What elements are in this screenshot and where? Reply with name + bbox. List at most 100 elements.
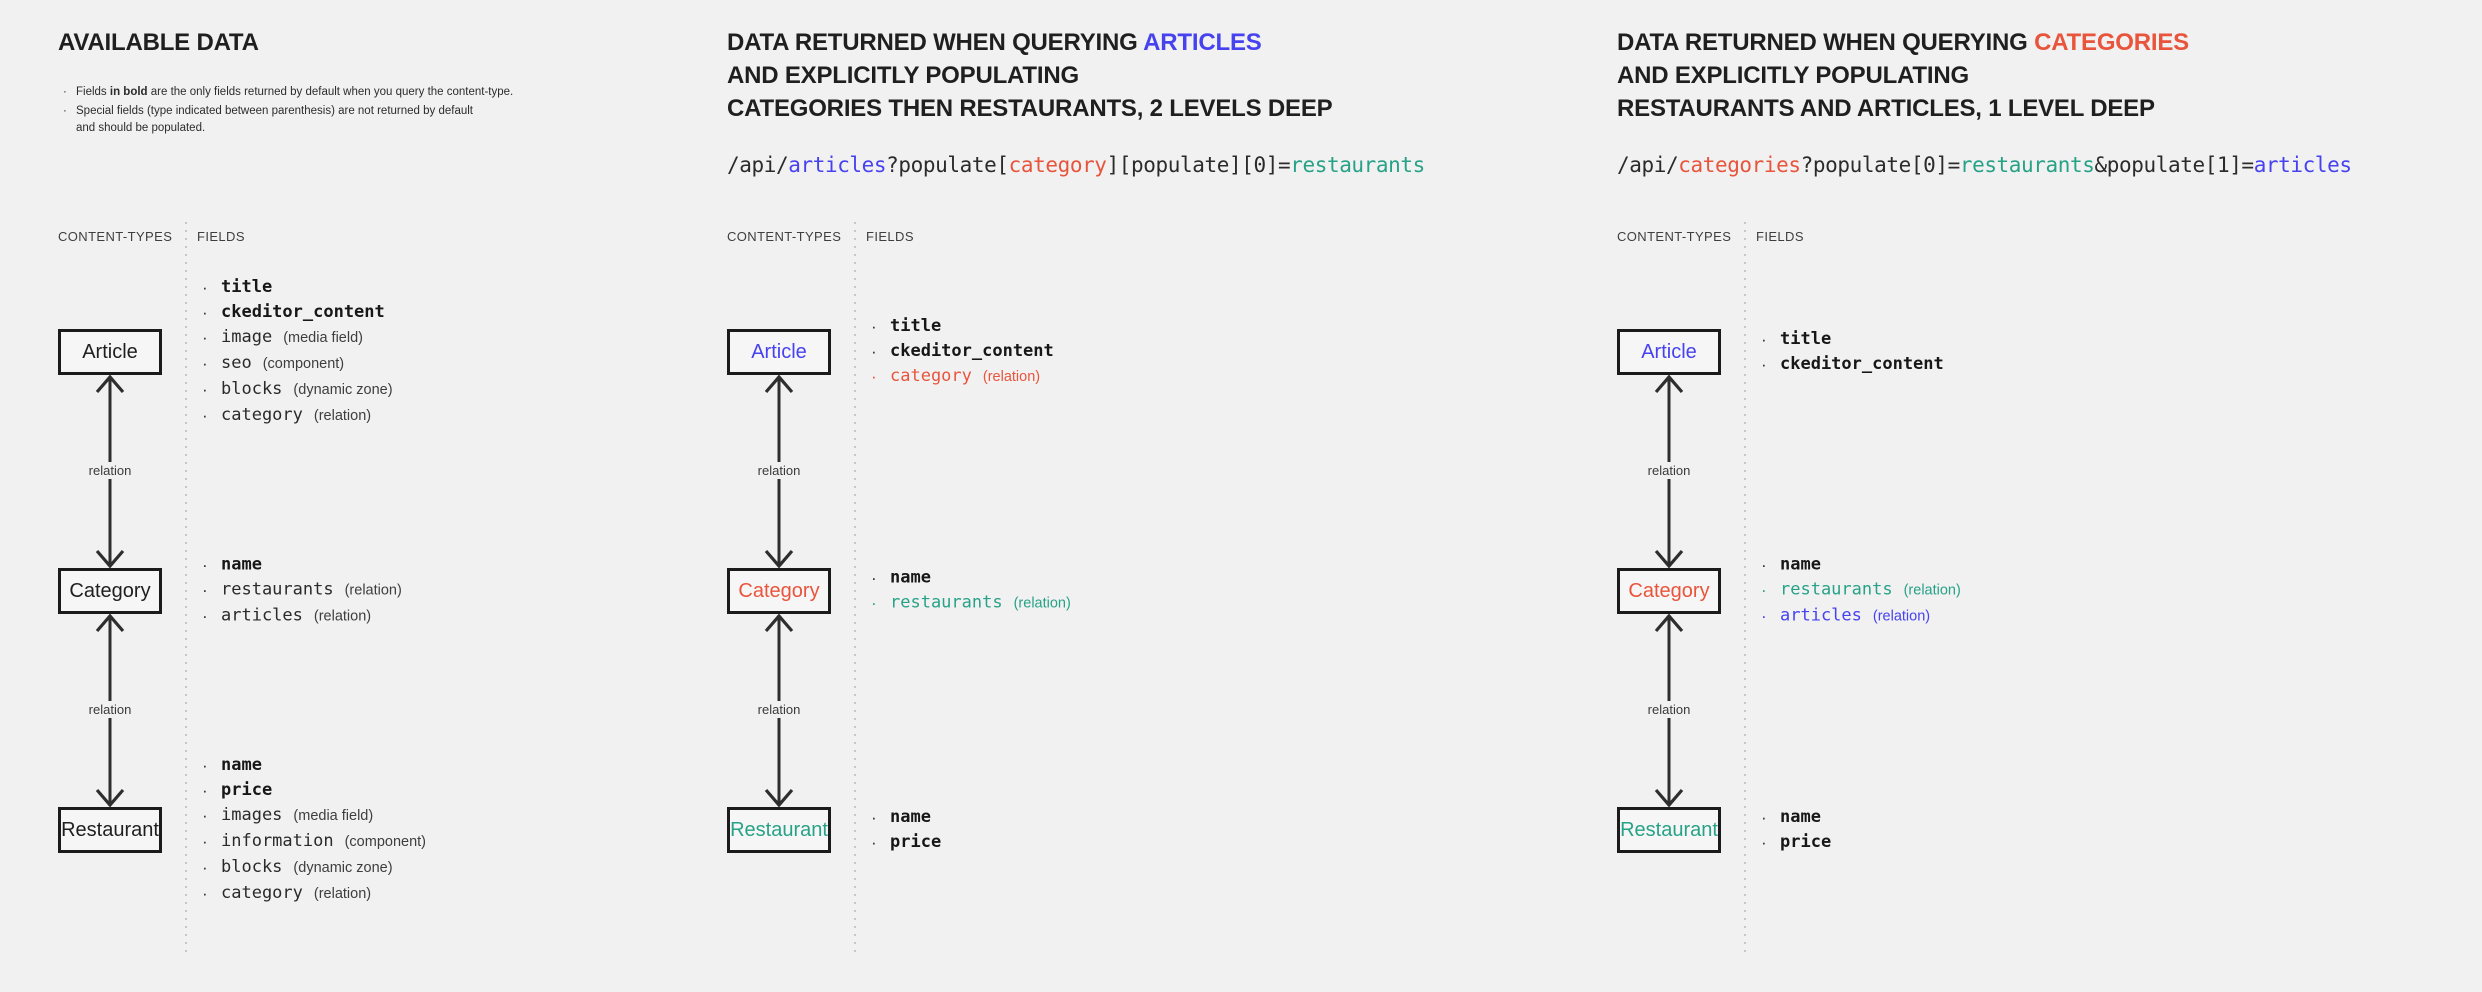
content-type-box-category: Category [727,568,831,614]
text-segment: ][populate][0]= [1106,153,1291,177]
fields-list: ·name·restaurants(relation)·articles(rel… [197,553,402,630]
column-title: AVAILABLE DATA [58,26,259,59]
bullet-icon: · [202,781,208,800]
field-item: ·articles(relation) [1756,604,1961,630]
text-segment: ?populate[0]= [1800,153,1961,177]
field-name: price [221,780,273,800]
field-type-annotation: (relation) [313,608,372,625]
content-type-box-category: Category [58,568,162,614]
field-item: · ckeditor_content [197,300,393,325]
field-name: category [221,405,303,425]
content-type-label: Category [1628,579,1710,602]
bullet-icon: · [202,606,208,626]
bullet-icon: · [202,555,208,575]
field-name: name [221,554,262,575]
field-name: restaurants [1780,579,1893,600]
title-line: AND EXPLICITLY POPULATING [1617,59,2189,92]
field-name: price [890,832,942,852]
title-line: AND EXPLICITLY POPULATING [727,59,1332,92]
bullet-icon: · [202,806,208,825]
fields-list: ·name·restaurants(relation)·articles(rel… [1756,553,1961,630]
field-item: ·name [866,805,941,830]
field-item: ·category(relation) [197,403,393,429]
field-name: ckeditor_content [221,302,385,322]
field-name: category [221,883,303,903]
text-segment: ARTICLES [1143,29,1262,56]
note-item: ·Fields in bold are the only fields retu… [63,84,513,101]
fields-list: ·title·ckeditor_content·image(media fiel… [197,275,393,429]
content-type-label: Article [1641,340,1697,363]
content-types-header: CONTENT-TYPES [1617,229,1732,244]
field-item: · price [197,778,426,803]
fields-list: ·title · ckeditor_content [1756,327,1944,377]
bullet-icon: · [871,568,877,588]
field-name: seo [221,353,252,373]
text-segment: are the only fields returned by default … [147,86,514,98]
field-type-annotation: (relation) [1013,595,1071,612]
field-item: ·title [866,314,1054,339]
fields-list: ·title·ckeditor_content·category(relatio… [866,314,1054,390]
content-type-box-restaurant: Restaurant [58,807,162,853]
content-types-header: CONTENT-TYPES [58,229,173,244]
field-item: ·blocks(dynamic zone) [197,377,393,403]
field-item: · name [197,753,426,778]
field-name: name [1780,807,1821,827]
bullet-icon: · [202,303,208,322]
field-type-annotation: (relation) [344,582,402,599]
field-name: image [221,327,273,347]
field-item: ·restaurants(relation) [1756,578,1961,604]
relation-double-arrow [764,374,794,569]
bullet-icon: · [202,756,208,775]
bullet-icon: · [202,858,208,877]
fields-header: FIELDS [866,229,914,244]
content-type-label: Restaurant [1620,818,1718,841]
bullet-icon: · [1761,808,1767,827]
column-divider-dotted [185,222,187,956]
field-name: restaurants [890,592,1003,613]
field-name: name [221,755,262,775]
content-types-header: CONTENT-TYPES [727,229,842,244]
field-name: title [890,316,942,336]
field-item: ·restaurants(relation) [197,578,402,604]
field-type-annotation: (dynamic zone) [293,860,393,876]
relation-double-arrow [764,613,794,808]
bullet-icon: · [202,884,208,903]
fields-header: FIELDS [1756,229,1804,244]
column-divider-dotted [854,222,856,956]
content-type-box-restaurant: Restaurant [727,807,831,853]
text-segment: CATEGORIES THEN RESTAURANTS, 2 LEVELS DE… [727,95,1333,122]
bullet-icon: · [63,86,67,98]
field-item: ·category(relation) [197,881,426,907]
text-segment: in bold [109,86,148,98]
bullet-icon: · [1761,355,1767,374]
text-segment: and should be populated. [76,122,206,134]
field-item: ·title [1756,327,1944,352]
content-type-box-restaurant: Restaurant [1617,807,1721,853]
text-segment: categories [1678,153,1801,177]
fields-header: FIELDS [197,229,245,244]
field-name: ckeditor_content [890,341,1054,361]
field-type-annotation: (media field) [293,808,374,824]
text-segment: DATA RETURNED WHEN QUERYING [727,29,1144,56]
field-name: articles [1780,605,1862,626]
text-segment: restaurants [1959,153,2095,177]
column-title: DATA RETURNED WHEN QUERYING ARTICLES AND … [727,26,1333,125]
diagram-column-query-articles: DATA RETURNED WHEN QUERYING ARTICLES AND … [727,0,1527,992]
field-item: · price [866,830,941,855]
fields-list: ·name·price [1756,805,1831,855]
field-name: ckeditor_content [1780,354,1944,374]
content-type-box-article: Article [1617,329,1721,375]
title-line: CATEGORIES THEN RESTAURANTS, 2 LEVELS DE… [727,92,1333,125]
field-type-annotation: (relation) [1872,608,1931,625]
field-name: blocks [221,379,283,399]
bullet-icon: · [871,833,877,852]
notes-list: ·Fields in bold are the only fields retu… [63,84,513,139]
field-type-annotation: (component) [344,834,426,850]
content-type-label: Restaurant [730,818,828,841]
text-segment: CATEGORIES [2034,29,2189,56]
field-name: articles [221,605,303,626]
field-item: ·image(media field) [197,325,393,351]
field-item: · name [1756,805,1831,830]
